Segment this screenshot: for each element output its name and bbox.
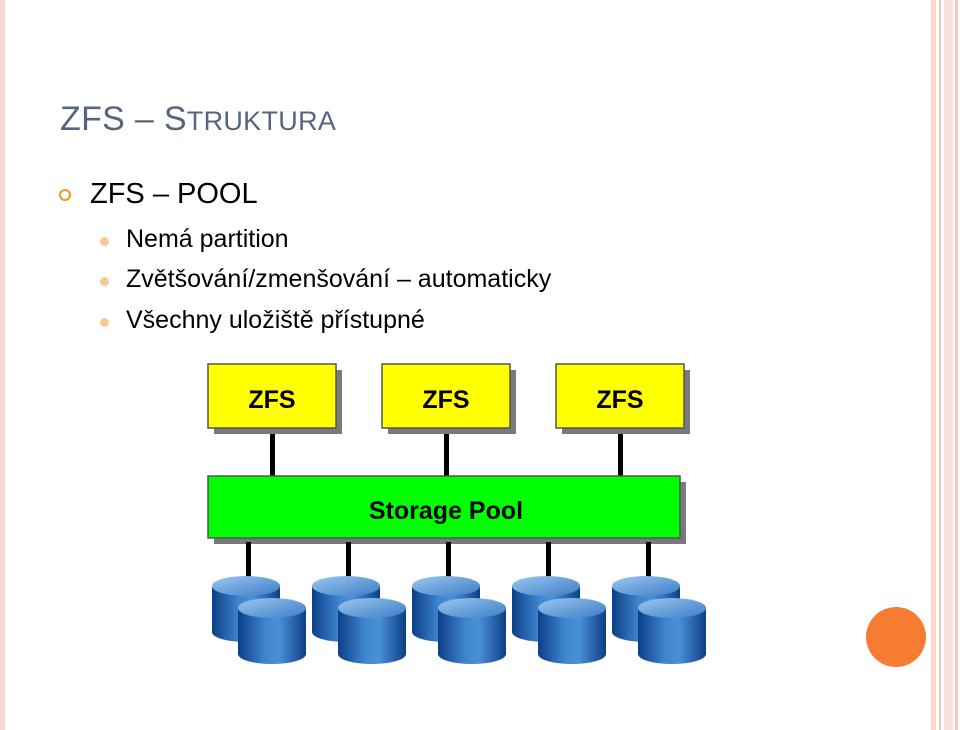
connector-line [246,542,251,582]
right-edge-stripe-3 [944,0,953,730]
connector-line [446,542,451,582]
slide-title-rest: TRUKTURA [186,106,337,136]
dot-bullet-icon [100,277,109,286]
storage-pool-box: Storage Pool [207,475,686,544]
disk-icon [338,598,406,664]
disk-icon [538,598,606,664]
left-edge-stripe [0,0,5,730]
orange-circle-decoration [866,607,926,667]
zfs-box-2: ZFS [381,363,516,434]
disk-icon [638,598,706,664]
storage-pool-label: Storage Pool [369,497,523,525]
connector-line [618,432,623,476]
right-edge-stripe-1 [931,0,936,730]
connector-line [546,542,551,582]
disk-icon [438,598,506,664]
zfs-box-3: ZFS [555,363,690,434]
connector-line [444,432,449,476]
zfs-label: ZFS [248,386,295,414]
bullet-text: ZFS – POOL [90,178,258,210]
subbullet-text: Zvětšování/zmenšování – automaticky [126,265,552,293]
subbullet-text: Všechny uložiště přístupné [126,306,425,334]
zfs-pool-diagram: ZFS ZFS ZFS Storage Pool [207,363,706,664]
slide-title-prefix: ZFS – S [60,100,187,138]
right-edge-stripe-4 [955,0,958,730]
zfs-label: ZFS [422,386,469,414]
right-edge-stripe-2 [939,0,941,730]
dot-bullet-icon [100,318,109,327]
ring-bullet-icon [59,189,71,201]
dot-bullet-icon [100,237,109,246]
disk-icon [238,598,306,664]
zfs-box-1: ZFS [207,363,342,434]
connector-line [270,432,275,476]
connector-line [346,542,351,582]
slide-title: ZFS – STRUKTURA [60,100,336,139]
subbullet-text: Nemá partition [126,225,289,253]
zfs-label: ZFS [596,386,643,414]
connector-line [646,542,651,582]
